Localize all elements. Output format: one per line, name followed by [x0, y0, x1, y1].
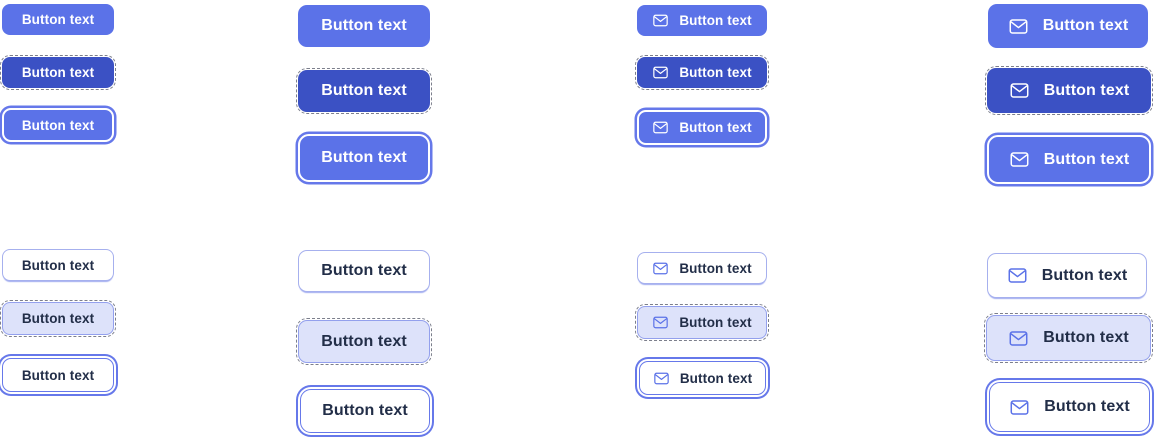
- mail-icon: [1008, 16, 1029, 37]
- mail-icon: [1009, 149, 1030, 170]
- mail-icon: [653, 370, 670, 387]
- secondary-large-button-pressed[interactable]: Button text: [296, 318, 432, 365]
- button-label: Button text: [21, 311, 95, 326]
- primary-large-button-focused[interactable]: Button text: [298, 134, 430, 182]
- button-label: Button text: [1043, 150, 1130, 168]
- mail-icon: [652, 260, 669, 277]
- mail-icon: [1007, 265, 1028, 286]
- button-label: Button text: [1043, 329, 1129, 346]
- button-label: Button text: [679, 65, 752, 80]
- button-label: Button text: [679, 315, 752, 330]
- button-label: Button text: [679, 260, 752, 276]
- primary-small-mail-button-default[interactable]: Button text: [637, 5, 767, 36]
- mail-icon: [652, 314, 669, 331]
- primary-large-button-default[interactable]: Button text: [298, 5, 430, 47]
- secondary-small-mail-button-default[interactable]: Button text: [637, 252, 767, 284]
- mail-icon: [1009, 80, 1030, 101]
- button-label: Button text: [679, 120, 752, 135]
- button-label: Button text: [679, 370, 753, 386]
- secondary-small-button-focused[interactable]: Button text: [2, 358, 114, 392]
- secondary-large-button-focused[interactable]: Button text: [300, 389, 430, 433]
- primary-large-mail-button-default[interactable]: Button text: [988, 4, 1148, 48]
- button-label: Button text: [321, 82, 407, 99]
- button-label: Button text: [21, 12, 95, 27]
- primary-small-button-default[interactable]: Button text: [2, 4, 114, 35]
- mail-icon: [652, 119, 669, 136]
- mail-icon: [1009, 397, 1030, 418]
- button-label: Button text: [1041, 266, 1128, 284]
- button-label: Button text: [321, 262, 407, 279]
- primary-large-mail-button-focused[interactable]: Button text: [987, 135, 1151, 184]
- secondary-large-button-default[interactable]: Button text: [298, 250, 430, 292]
- primary-large-button-pressed[interactable]: Button text: [296, 68, 432, 114]
- primary-large-mail-button-pressed[interactable]: Button text: [985, 66, 1153, 115]
- primary-small-mail-button-pressed[interactable]: Button text: [635, 55, 769, 90]
- button-label: Button text: [21, 117, 95, 133]
- mail-icon: [652, 12, 669, 29]
- secondary-small-mail-button-pressed[interactable]: Button text: [635, 304, 769, 341]
- secondary-small-mail-button-focused[interactable]: Button text: [639, 361, 766, 395]
- primary-small-mail-button-focused[interactable]: Button text: [637, 110, 767, 145]
- button-label: Button text: [679, 13, 752, 28]
- button-label: Button text: [1042, 17, 1129, 34]
- secondary-large-mail-button-focused[interactable]: Button text: [989, 382, 1150, 432]
- secondary-small-button-default[interactable]: Button text: [2, 249, 114, 281]
- button-label: Button text: [21, 367, 95, 383]
- primary-small-button-pressed[interactable]: Button text: [0, 55, 116, 90]
- button-label: Button text: [321, 149, 407, 166]
- button-label: Button text: [321, 332, 407, 350]
- secondary-large-mail-button-default[interactable]: Button text: [987, 253, 1147, 298]
- secondary-large-mail-button-pressed[interactable]: Button text: [984, 313, 1153, 363]
- button-label: Button text: [21, 65, 95, 80]
- button-label: Button text: [1044, 398, 1130, 415]
- button-label: Button text: [1043, 81, 1130, 99]
- secondary-small-button-pressed[interactable]: Button text: [0, 300, 116, 337]
- button-label: Button text: [322, 402, 408, 419]
- mail-icon: [1008, 328, 1029, 349]
- button-label: Button text: [21, 257, 95, 273]
- primary-small-button-focused[interactable]: Button text: [2, 108, 114, 142]
- button-label: Button text: [321, 17, 407, 34]
- mail-icon: [652, 64, 669, 81]
